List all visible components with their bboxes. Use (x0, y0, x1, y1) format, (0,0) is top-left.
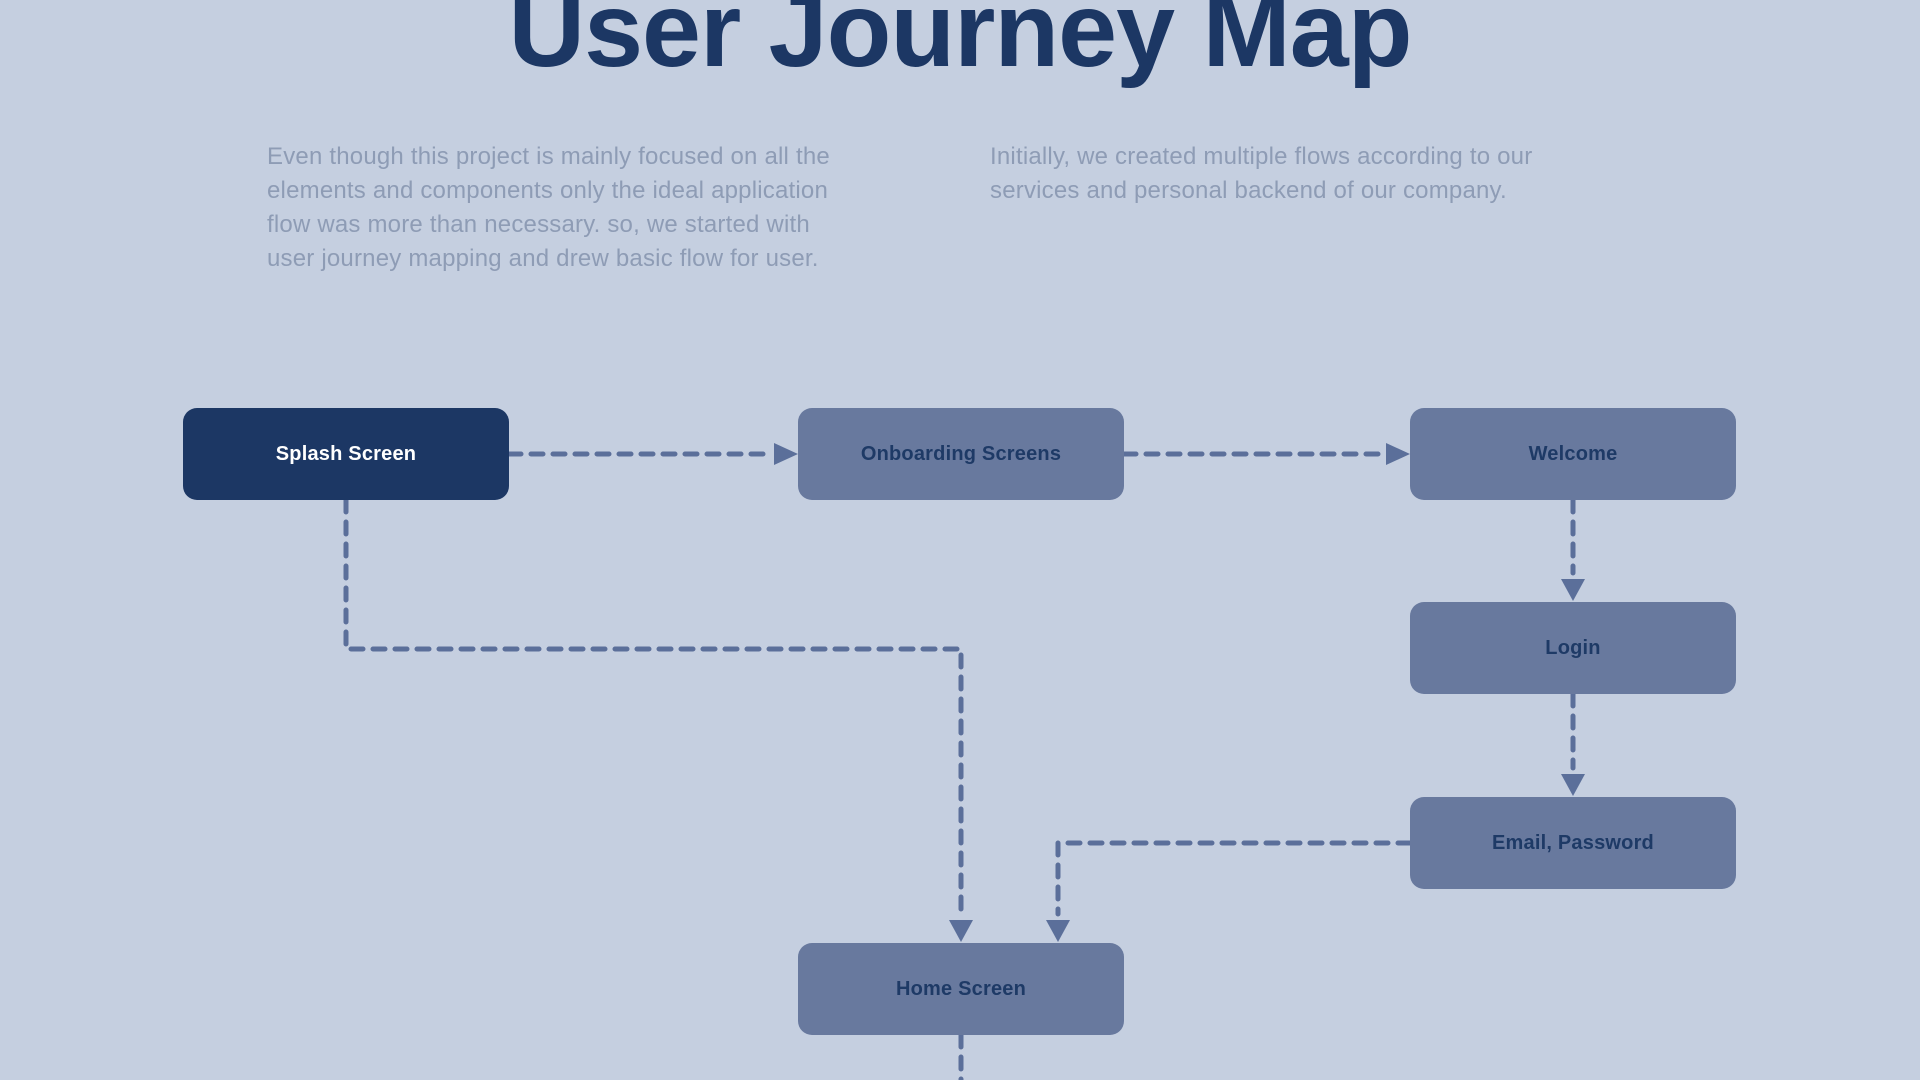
intro-paragraph-right: Initially, we created multiple flows acc… (990, 140, 1650, 208)
arrowhead-onboarding (774, 443, 798, 465)
arrowhead-home-right (1046, 920, 1070, 942)
intro-right-line: services and personal backend of our com… (990, 177, 1507, 204)
node-email-password: Email, Password (1410, 797, 1736, 889)
intro-paragraph-left: Even though this project is mainly focus… (267, 140, 927, 276)
node-label: Welcome (1528, 442, 1618, 465)
intro-left-line: elements and components only the ideal a… (267, 177, 829, 204)
node-home-screen: Home Screen (798, 943, 1124, 1035)
node-label: Onboarding Screens (860, 442, 1062, 465)
arrowhead-home-left (949, 920, 973, 942)
node-onboarding-screens: Onboarding Screens (798, 408, 1124, 500)
arrowhead-login (1561, 579, 1585, 601)
intro-left-line: user journey mapping and drew basic flow… (267, 245, 819, 272)
node-label: Home Screen (895, 977, 1027, 1000)
intro-right-line: Initially, we created multiple flows acc… (990, 143, 1533, 170)
edge-splash-to-home (343, 497, 964, 917)
node-label: Login (1545, 636, 1601, 659)
edge-email-to-home (1055, 840, 1413, 917)
page-title: User Journey Map (508, 0, 1413, 89)
arrowhead-email (1561, 774, 1585, 796)
arrowhead-welcome (1386, 443, 1410, 465)
node-label: Splash Screen (275, 442, 417, 465)
intro-left-line: flow was more than necessary. so, we sta… (267, 211, 810, 238)
node-label: Email, Password (1492, 831, 1654, 854)
intro-left-line: Even though this project is mainly focus… (267, 143, 830, 170)
node-login: Login (1410, 602, 1736, 694)
node-splash-screen: Splash Screen (183, 408, 509, 500)
node-welcome: Welcome (1410, 408, 1736, 500)
